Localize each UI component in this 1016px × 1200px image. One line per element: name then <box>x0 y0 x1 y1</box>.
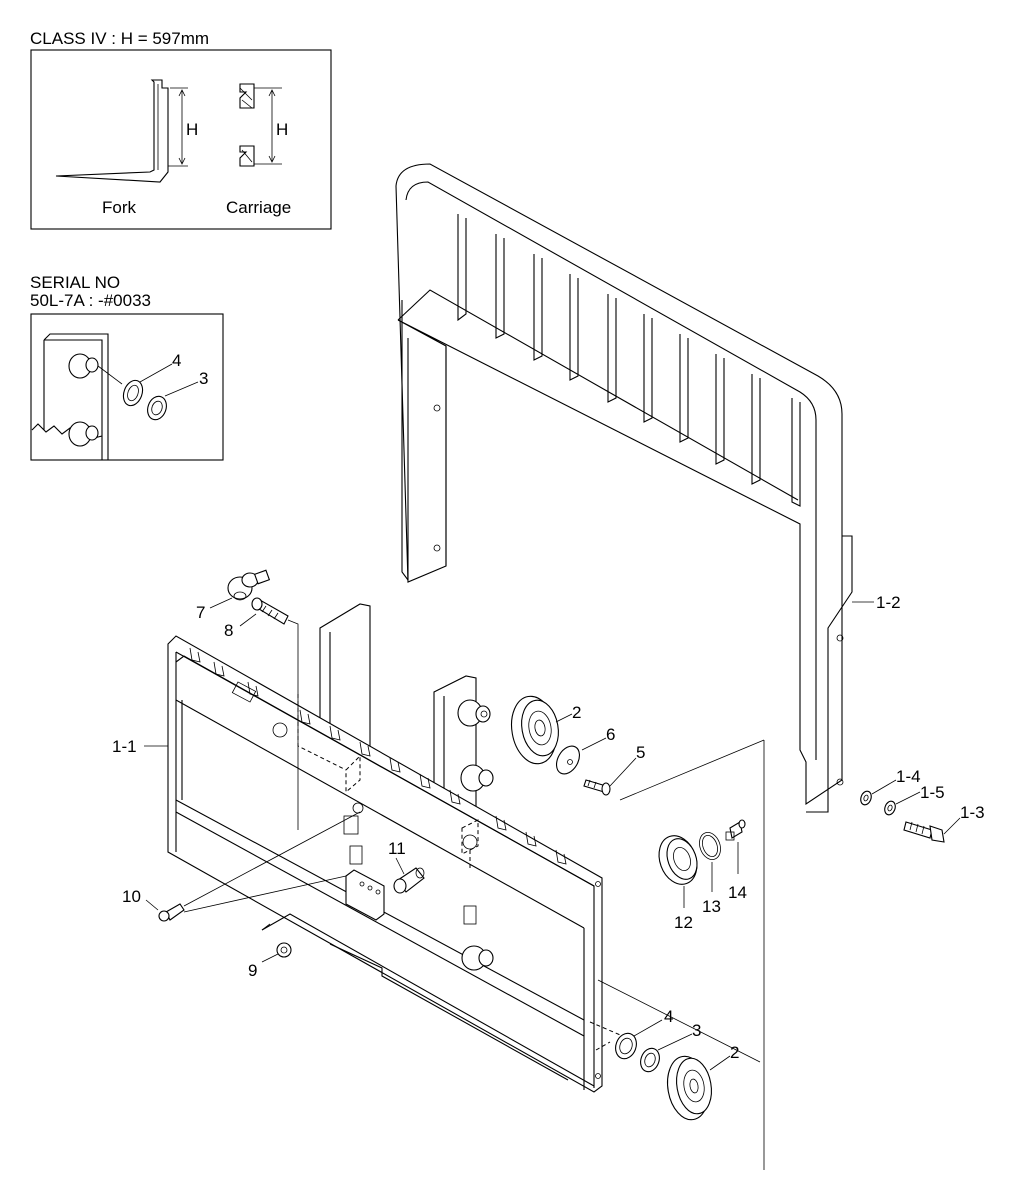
callout-1-1: 1-1 <box>112 737 137 756</box>
callout-1-2: 1-2 <box>876 593 901 612</box>
leader-2-top <box>555 713 573 723</box>
leader-7 <box>209 597 233 609</box>
side-roller-12 <box>658 835 698 885</box>
leader-6 <box>581 737 607 751</box>
leader-1-4 <box>871 779 897 795</box>
callout-2-top: 2 <box>572 703 581 722</box>
carriage-figure <box>239 83 282 167</box>
callout-2-bottom: 2 <box>730 1043 739 1062</box>
carriage-assembly <box>167 603 611 1093</box>
callout-9: 9 <box>248 961 257 980</box>
upper-roller <box>510 695 559 765</box>
snap-ring-13 <box>699 832 721 860</box>
leader-2-bottom <box>709 1055 731 1071</box>
leader-8 <box>239 613 257 627</box>
callout-13: 13 <box>702 897 721 916</box>
leader-1-5 <box>895 791 921 805</box>
serial-callout-4: 4 <box>172 351 181 370</box>
carriage-dimension-h: H <box>276 120 288 139</box>
callout-11: 11 <box>388 839 406 858</box>
lower-washer-3 <box>640 1047 660 1073</box>
leader-11 <box>395 857 405 875</box>
fitting-14 <box>725 819 746 841</box>
callout-1-3: 1-3 <box>960 803 985 822</box>
callout-12: 12 <box>674 913 693 932</box>
leader-1-3 <box>943 817 961 835</box>
leader-3 <box>657 1033 693 1051</box>
leader-5 <box>609 757 637 787</box>
lower-washer-4 <box>615 1032 637 1060</box>
washer-6 <box>555 745 581 775</box>
pin-11 <box>393 867 425 894</box>
callout-8: 8 <box>224 621 233 640</box>
carriage-label: Carriage <box>226 198 291 217</box>
callout-4: 4 <box>664 1007 673 1026</box>
backrest-frame <box>395 163 853 813</box>
callout-7: 7 <box>196 603 205 622</box>
callout-6: 6 <box>606 725 615 744</box>
class-note: CLASS IV : H = 597mm <box>30 29 209 48</box>
bolt-10 <box>158 903 185 922</box>
screw-5 <box>583 779 611 796</box>
nut-9 <box>276 942 292 958</box>
serial-callout-3: 3 <box>199 369 208 388</box>
washer-1-4 <box>860 790 872 806</box>
part-8 <box>251 597 299 830</box>
leader-4 <box>633 1019 663 1037</box>
leader-9 <box>261 953 279 963</box>
callout-3: 3 <box>692 1021 701 1040</box>
washer-1-5 <box>884 800 896 816</box>
callout-1-4: 1-4 <box>896 767 921 786</box>
fork-dimension-h: H <box>186 120 198 139</box>
callout-10: 10 <box>122 887 141 906</box>
lower-roller-2 <box>666 1055 712 1121</box>
callout-14: 14 <box>728 883 747 902</box>
bolt-1-3 <box>903 821 945 843</box>
class-inset-frame <box>30 49 332 230</box>
center-leaders <box>619 739 765 1170</box>
fork-label: Fork <box>102 198 137 217</box>
class-inset: H Fork H Carriage <box>30 49 332 230</box>
leader-10 <box>145 899 159 911</box>
serial-inset <box>30 313 224 461</box>
serial-range: 50L-7A : -#0033 <box>30 291 151 310</box>
callout-5: 5 <box>636 743 645 762</box>
serial-inset-frame <box>30 313 224 461</box>
serial-title: SERIAL NO <box>30 273 120 292</box>
misc-leaders <box>261 923 761 1063</box>
part-7 <box>227 569 271 601</box>
fork-figure <box>55 79 188 183</box>
callout-1-5: 1-5 <box>920 783 945 802</box>
leaders-bolt-10 <box>183 811 361 913</box>
